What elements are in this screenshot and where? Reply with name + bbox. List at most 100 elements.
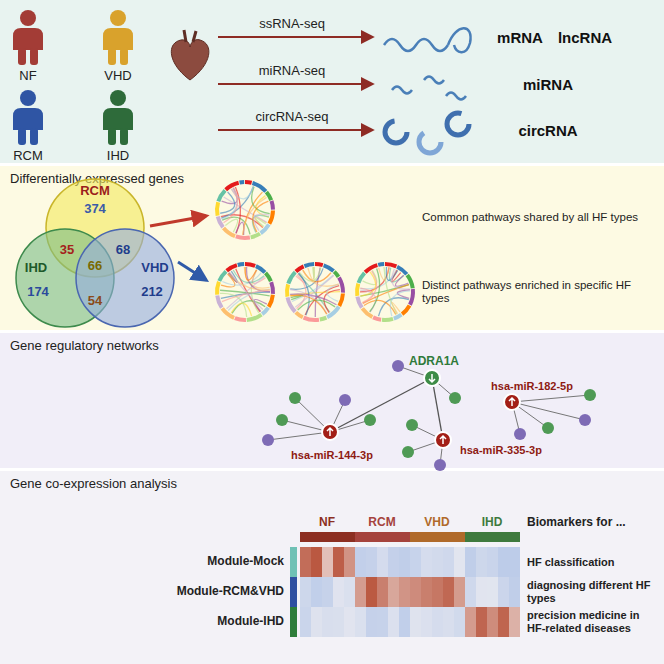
chord-segment xyxy=(315,262,323,267)
module-bar xyxy=(290,607,297,637)
heatmap-cell xyxy=(388,547,399,577)
arrow-glyph xyxy=(509,398,515,406)
group-bar xyxy=(300,532,355,542)
arrow-glyph xyxy=(440,436,446,444)
chord-segment xyxy=(225,263,237,272)
label: circRNA xyxy=(518,122,577,139)
label: miRNA-seq xyxy=(259,64,325,79)
regulation-arrow xyxy=(425,371,439,385)
person-body xyxy=(103,28,133,50)
heatmap-cell xyxy=(410,547,421,577)
label: Module-IHD xyxy=(217,615,284,629)
venn-label: 374 xyxy=(84,202,106,217)
heatmap-cell xyxy=(498,547,509,577)
chord-link xyxy=(384,267,397,314)
venn-shape xyxy=(76,229,174,327)
heatmap-cell xyxy=(344,547,355,577)
heatmap-cell xyxy=(355,547,366,577)
chord-link xyxy=(379,298,409,316)
network-satellite xyxy=(434,459,446,471)
heatmap-cell xyxy=(333,607,344,637)
heatmap-cell xyxy=(432,577,443,607)
panel-background xyxy=(0,166,664,330)
label: VHD xyxy=(104,69,131,84)
patient-icons xyxy=(13,10,133,145)
chord-link xyxy=(360,288,373,303)
chord-segment xyxy=(303,316,319,322)
label: NF xyxy=(319,516,335,530)
chord-segment xyxy=(247,313,263,322)
group-bar xyxy=(465,532,520,542)
network-satellite xyxy=(339,394,351,406)
chord-link xyxy=(313,267,315,280)
chord-diagram xyxy=(215,180,275,240)
chord-diagram xyxy=(215,262,275,322)
chord-segment xyxy=(378,262,385,267)
heatmap-cell xyxy=(355,607,366,637)
heatmap-cell xyxy=(454,547,465,577)
sequencing-arrow xyxy=(218,129,372,131)
module-bar xyxy=(290,577,297,607)
chord-segment xyxy=(261,306,270,315)
venn-arrow xyxy=(150,216,206,226)
heatmap-cell xyxy=(465,547,476,577)
chord-segment xyxy=(265,191,273,201)
person-body xyxy=(103,108,133,130)
chord-segment xyxy=(270,200,275,209)
panel-band: Gene co-expression analysis xyxy=(0,471,664,664)
network-satellite xyxy=(402,446,414,458)
chord-link xyxy=(255,218,266,227)
heatmap-cell xyxy=(355,577,366,607)
heatmap-cell xyxy=(421,607,432,637)
gene-label: hsa-miR-182-5p xyxy=(491,380,573,393)
heatmap-cell xyxy=(443,607,454,637)
chord-link xyxy=(231,186,253,198)
chord-segment xyxy=(286,271,296,284)
heatmap-cell xyxy=(487,577,498,607)
label: IHD xyxy=(107,149,129,164)
arrow-glyph xyxy=(429,374,435,382)
chord-segment xyxy=(323,263,335,272)
panel-background xyxy=(0,333,664,468)
network-satellite xyxy=(262,434,274,446)
chord-segment xyxy=(264,272,273,283)
heatmap-cell xyxy=(300,547,311,577)
chord-link xyxy=(360,272,375,296)
chord-link xyxy=(297,275,306,309)
label: lncRNA xyxy=(558,29,612,46)
heatmap-cell xyxy=(476,607,487,637)
group-bar xyxy=(410,532,465,542)
person-body xyxy=(13,28,43,50)
network-satellite xyxy=(579,414,591,426)
chord-segment xyxy=(372,316,381,322)
venn-arrow xyxy=(178,262,206,280)
heatmap-cell xyxy=(311,607,322,637)
chord-segment xyxy=(216,189,226,202)
chord-link xyxy=(252,187,270,214)
heatmap-cell xyxy=(344,607,355,637)
heatmap-cell xyxy=(421,577,432,607)
venn-label: IHD xyxy=(25,261,47,276)
gene-label: hsa-miR-335-3p xyxy=(460,444,542,457)
chord-segment xyxy=(245,180,252,185)
heatmap-cell xyxy=(388,607,399,637)
network-edge xyxy=(434,387,442,431)
chord-segment xyxy=(382,317,394,322)
label: mRNA xyxy=(497,29,543,46)
heatmap-cell xyxy=(454,577,465,607)
chord-link xyxy=(224,188,238,223)
person-leg xyxy=(18,48,26,65)
network-satellite xyxy=(449,392,461,404)
chord-diagrams xyxy=(215,180,415,322)
person-leg xyxy=(30,128,38,145)
chord-segment xyxy=(215,281,221,295)
module-bar xyxy=(290,547,297,577)
label: Module-Mock xyxy=(207,555,284,569)
heatmap-cell xyxy=(366,607,377,637)
heatmap-cell xyxy=(498,577,509,607)
venn-label: 174 xyxy=(27,285,49,300)
network-node: hsa-miR-182-5p xyxy=(503,393,521,411)
panel-band: Gene regulatory networksADRA1Ahsa-miR-18… xyxy=(0,333,664,468)
chord-segment xyxy=(215,202,220,216)
